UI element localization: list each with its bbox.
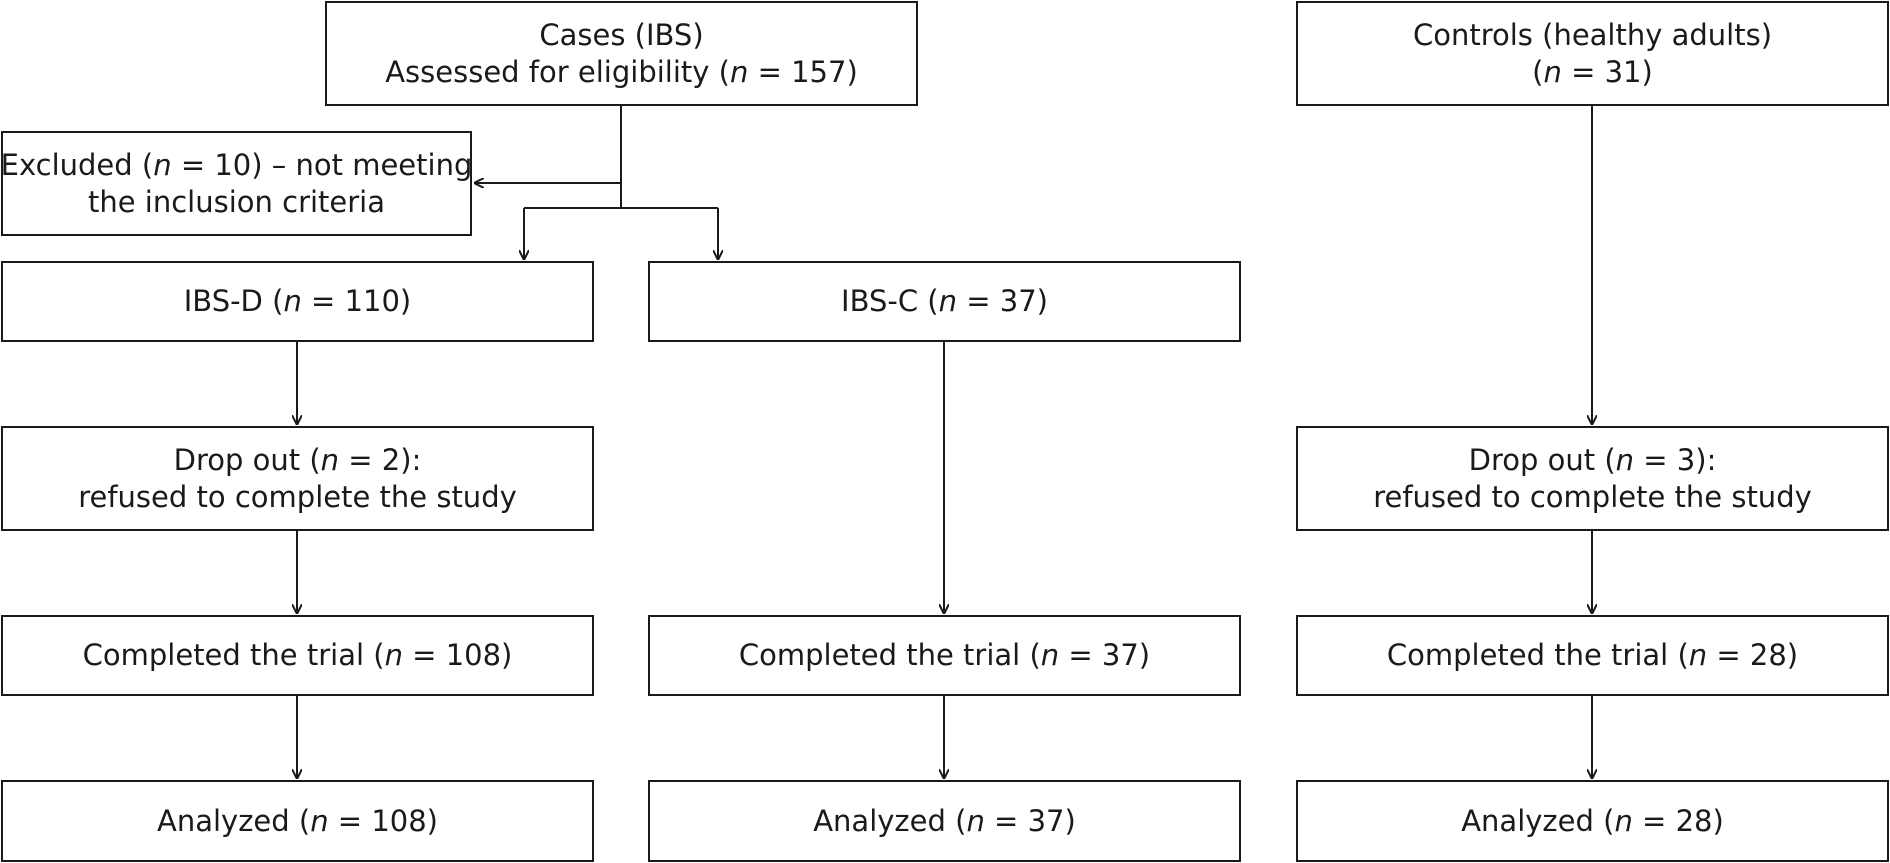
dropout-ibs-d-line1: Drop out (n = 2):	[174, 442, 422, 479]
completed-ibs-d-label: Completed the trial (n = 108)	[83, 637, 513, 674]
completed-count: = 37)	[1059, 638, 1151, 672]
analyzed-ibs-c-label: Analyzed (n = 37)	[813, 803, 1076, 840]
completed-count: = 28)	[1707, 638, 1799, 672]
n-symbol: n	[1614, 803, 1633, 838]
controls-count: = 31)	[1561, 54, 1653, 89]
n-symbol: n	[729, 54, 749, 89]
ibs-c-label: IBS-C (n = 37)	[841, 283, 1048, 320]
ibs-c-text: IBS-C (	[841, 284, 939, 318]
completed-ibs-c-label: Completed the trial (n = 37)	[739, 637, 1150, 674]
ibs-d-box: IBS-D (n = 110)	[1, 261, 594, 342]
excluded-box: Excluded (n = 10) – not meeting the incl…	[1, 131, 472, 236]
controls-box: Controls (healthy adults) (n = 31)	[1296, 1, 1889, 106]
analyzed-ibs-d-box: Analyzed (n = 108)	[1, 780, 594, 862]
n-symbol: n	[283, 284, 302, 318]
n-symbol: n	[966, 803, 985, 838]
excluded-label: Excluded (	[0, 147, 154, 182]
analyzed-text: Analyzed (	[156, 803, 311, 838]
ibs-c-box: IBS-C (n = 37)	[648, 261, 1241, 342]
n-symbol: n	[938, 284, 958, 318]
completed-text: Completed the trial (	[738, 638, 1041, 672]
analyzed-count: = 108)	[328, 803, 438, 838]
dropout-label: Drop out (	[173, 442, 321, 477]
ibs-d-text: IBS-D (	[183, 284, 284, 318]
cases-eligibility-text: Assessed for eligibility (	[385, 54, 730, 89]
excluded-count: = 10) – not meeting	[171, 147, 473, 182]
controls-paren: (	[1532, 54, 1544, 89]
ibs-d-count: = 110)	[301, 284, 412, 318]
analyzed-text: Analyzed (	[813, 803, 967, 838]
analyzed-ibs-d-label: Analyzed (n = 108)	[157, 803, 438, 840]
dropout-label: Drop out (	[1468, 442, 1616, 477]
completed-count: = 108)	[402, 638, 513, 672]
analyzed-count: = 28)	[1632, 803, 1724, 838]
n-symbol: n	[320, 442, 340, 477]
completed-controls-label: Completed the trial (n = 28)	[1387, 637, 1798, 674]
excluded-reason: the inclusion criteria	[87, 184, 386, 219]
cases-title: Cases (IBS)	[539, 17, 704, 52]
dropout-ibs-d-box: Drop out (n = 2): refused to complete th…	[1, 426, 594, 531]
controls-title: Controls (healthy adults)	[1412, 17, 1773, 52]
completed-controls-box: Completed the trial (n = 28)	[1296, 615, 1889, 696]
cases-box: Cases (IBS) Assessed for eligibility (n …	[325, 1, 918, 106]
dropout-controls-line1: Drop out (n = 3):	[1469, 442, 1717, 479]
completed-text: Completed the trial (	[1386, 638, 1689, 672]
n-symbol: n	[1543, 54, 1562, 89]
analyzed-ibs-c-box: Analyzed (n = 37)	[648, 780, 1241, 862]
n-symbol: n	[1040, 638, 1060, 672]
n-symbol: n	[384, 638, 403, 672]
n-symbol: n	[310, 803, 329, 838]
dropout-count: = 2):	[339, 442, 422, 477]
dropout-ibs-d-reason: refused to complete the study	[78, 479, 517, 514]
controls-count-line: (n = 31)	[1532, 54, 1653, 91]
completed-text: Completed the trial (	[82, 638, 385, 672]
excluded-line1: Excluded (n = 10) – not meeting	[1, 147, 473, 184]
n-symbol: n	[153, 147, 172, 182]
analyzed-controls-label: Analyzed (n = 28)	[1461, 803, 1724, 840]
dropout-controls-reason: refused to complete the study	[1373, 479, 1812, 514]
n-symbol: n	[1688, 638, 1708, 672]
completed-ibs-d-box: Completed the trial (n = 108)	[1, 615, 594, 696]
dropout-controls-box: Drop out (n = 3): refused to complete th…	[1296, 426, 1889, 531]
analyzed-count: = 37)	[984, 803, 1076, 838]
ibs-c-count: = 37)	[957, 284, 1048, 318]
analyzed-text: Analyzed (	[1461, 803, 1615, 838]
cases-count: = 157)	[748, 54, 858, 89]
n-symbol: n	[1615, 442, 1635, 477]
analyzed-controls-box: Analyzed (n = 28)	[1296, 780, 1889, 862]
dropout-count: = 3):	[1634, 442, 1717, 477]
cases-eligibility: Assessed for eligibility (n = 157)	[385, 54, 858, 91]
ibs-d-label: IBS-D (n = 110)	[184, 283, 411, 320]
completed-ibs-c-box: Completed the trial (n = 37)	[648, 615, 1241, 696]
